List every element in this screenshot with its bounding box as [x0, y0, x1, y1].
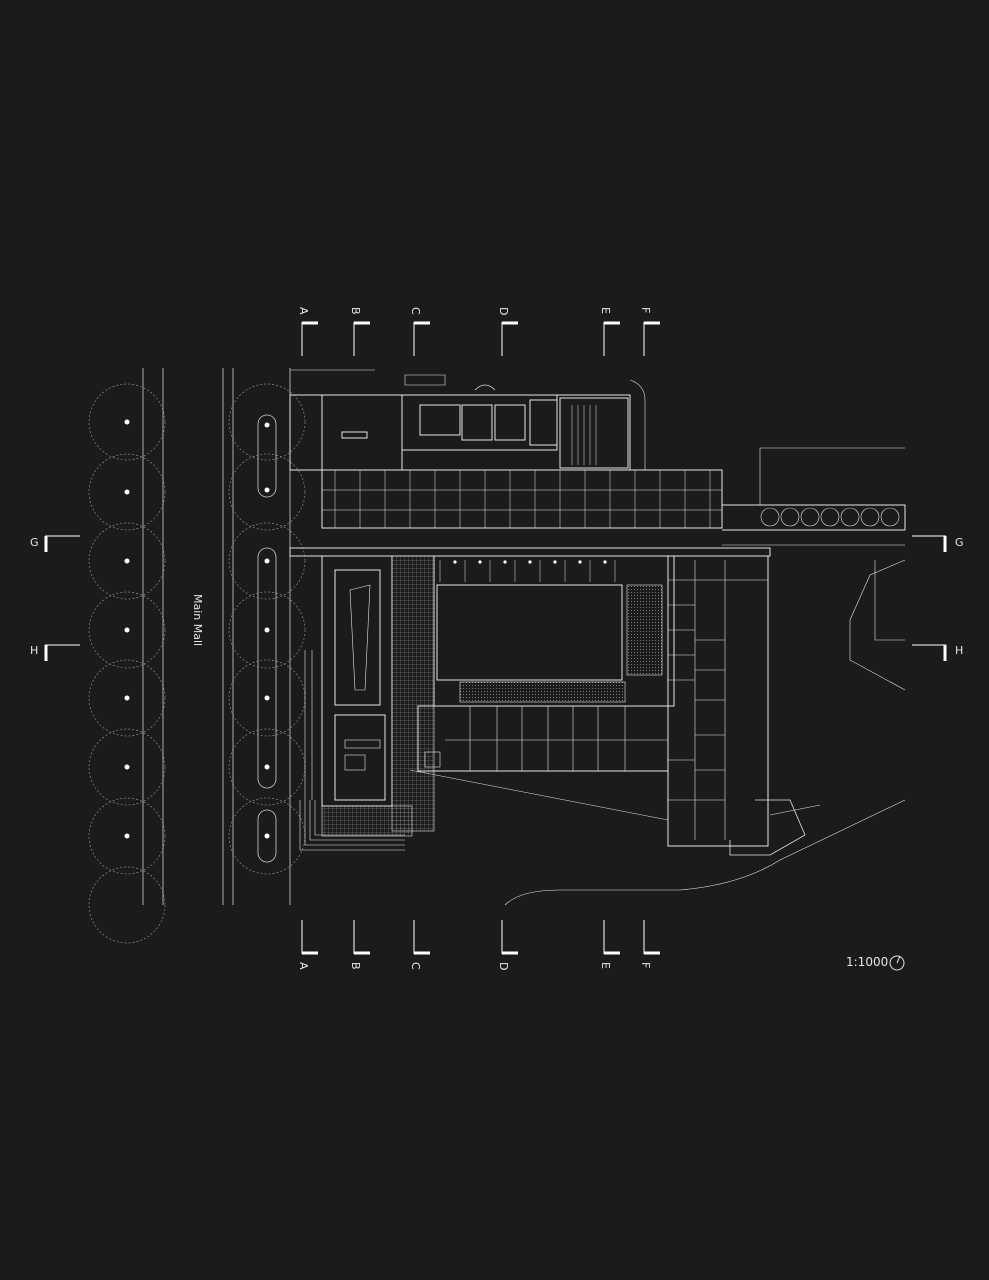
section-label-b-top: B	[349, 307, 362, 315]
section-label-e-bottom: E	[599, 962, 612, 969]
building	[289, 369, 906, 906]
main-mall-edges	[142, 368, 291, 905]
section-label-a-top: A	[297, 307, 310, 315]
scale-label: 1:1000	[846, 955, 889, 969]
tree-trunks	[124, 419, 270, 839]
street-label: Main Mall	[191, 594, 204, 646]
tree-row-left	[88, 383, 306, 944]
section-label-f-top: F	[639, 307, 652, 313]
section-label-a-bottom: A	[297, 962, 310, 970]
section-label-f-bottom: F	[639, 962, 652, 968]
section-label-d-top: D	[497, 307, 510, 315]
section-label-b-bottom: B	[349, 962, 362, 970]
section-label-e-top: E	[599, 307, 612, 314]
section-markers-side	[44, 535, 947, 661]
section-markers-top	[301, 321, 660, 356]
section-label-h-left: H	[30, 644, 38, 657]
section-markers-bottom	[301, 920, 660, 955]
section-label-h-right: H	[955, 644, 963, 657]
section-label-d-bottom: D	[497, 962, 510, 970]
north-arrow-icon	[889, 955, 905, 971]
section-label-c-top: C	[409, 307, 422, 315]
section-label-g-left: G	[30, 536, 39, 549]
section-label-g-right: G	[955, 536, 964, 549]
section-label-c-bottom: C	[409, 962, 422, 970]
